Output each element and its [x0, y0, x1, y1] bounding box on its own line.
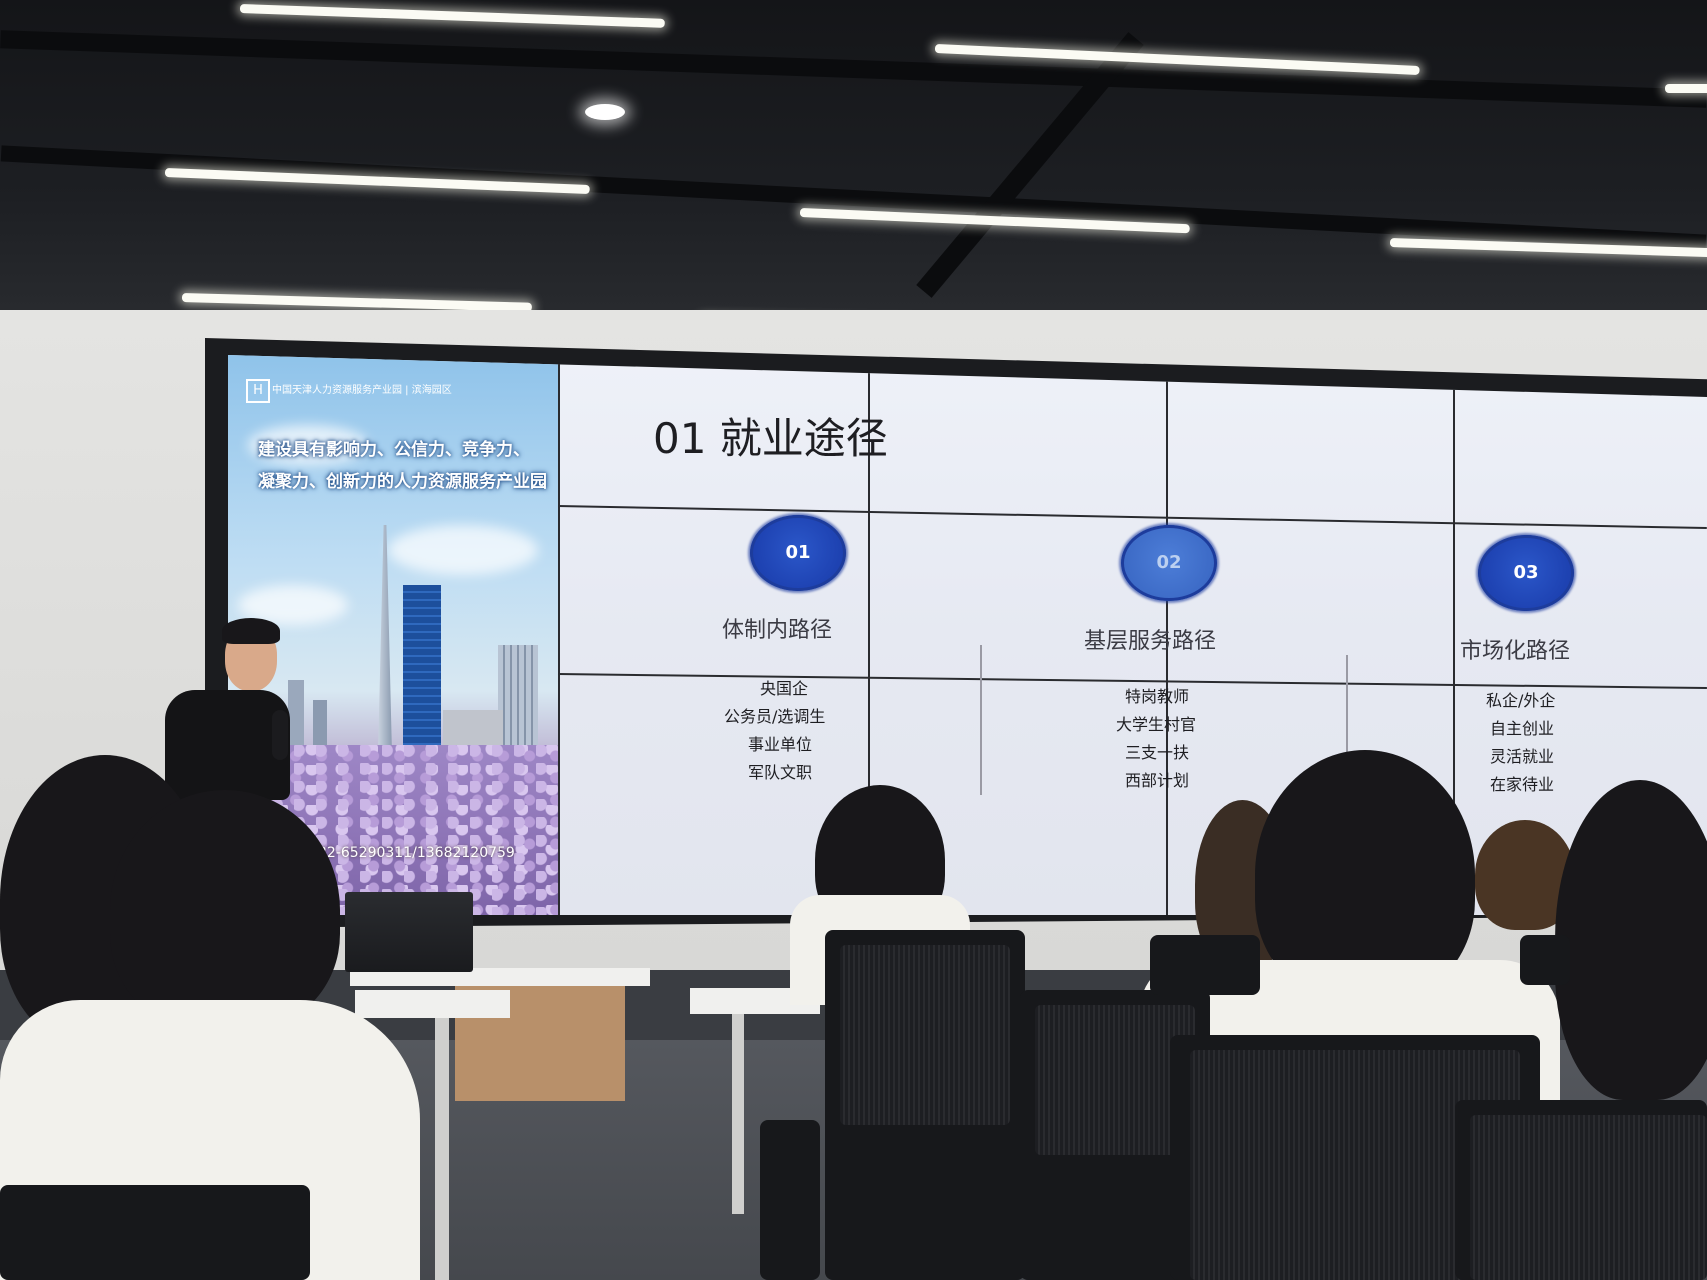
- tower-building: [498, 645, 538, 755]
- desk: [355, 990, 510, 1018]
- tower-spire: [378, 525, 392, 755]
- screen-seam: [558, 355, 560, 915]
- path-title-1: 体制内路径: [722, 618, 833, 643]
- path-1-item: 公务员/选调生: [724, 707, 826, 726]
- path-2-item: 西部计划: [1125, 771, 1190, 790]
- ceiling: [0, 0, 1707, 366]
- desk-leg: [435, 1018, 449, 1280]
- screen-seam: [1166, 355, 1168, 915]
- laptop: [345, 892, 473, 972]
- ceiling-light: [1665, 84, 1707, 93]
- path-3-item: 在家待业: [1490, 775, 1555, 794]
- chair-armrest: [760, 1120, 820, 1280]
- chair: [1520, 935, 1570, 985]
- screen-seam: [868, 355, 870, 915]
- slogan-line-1: 建设具有影响力、公信力、竞争力、: [258, 440, 530, 460]
- path-3-item: 灵活就业: [1490, 747, 1555, 766]
- column-divider: [980, 645, 982, 795]
- logo-text: 中国天津人力资源服务产业园 | 滨海园区: [272, 385, 452, 396]
- path-2-item: 特岗教师: [1125, 687, 1190, 706]
- chair: [0, 1185, 310, 1280]
- ceiling-light: [239, 4, 665, 28]
- path-title-3: 市场化路径: [1460, 639, 1571, 664]
- tower-glass: [403, 585, 441, 755]
- ceiling-beam: [0, 30, 1707, 108]
- presenter-body: [165, 690, 290, 800]
- path-3-item: 自主创业: [1490, 719, 1555, 738]
- screen-seam: [1453, 355, 1455, 915]
- tower-building: [288, 680, 304, 755]
- presenter-hair: [222, 618, 280, 644]
- chair: [1150, 935, 1260, 995]
- audience-hair: [1555, 780, 1707, 1100]
- chair-mesh: [840, 945, 1010, 1125]
- logo-icon: H: [246, 379, 270, 403]
- tower-building: [313, 700, 327, 755]
- path-1-item: 事业单位: [748, 735, 813, 754]
- path-2-item: 大学生村官: [1116, 715, 1197, 734]
- path-3-item: 私企/外企: [1486, 691, 1556, 710]
- slogan-line-2: 凝聚力、创新力的人力资源服务产业园: [258, 472, 547, 492]
- path-2-item: 三支一扶: [1125, 743, 1190, 762]
- path-1-item: 央国企: [760, 679, 809, 698]
- desk: [350, 968, 650, 986]
- path-title-2: 基层服务路径: [1084, 629, 1217, 654]
- path-1-item: 军队文职: [748, 763, 813, 782]
- ceiling-light: [181, 293, 532, 312]
- audience-hair: [1255, 750, 1475, 1000]
- video-wall-display: H 中国天津人力资源服务产业园 | 滨海园区 建设具有影响力、公信力、竞争力、 …: [228, 355, 1707, 915]
- cloud: [248, 425, 368, 465]
- badge-03: 03: [1478, 535, 1574, 611]
- microphone: [272, 710, 288, 760]
- badge-01: 01: [750, 515, 846, 591]
- column-divider: [1346, 655, 1348, 805]
- screen-seam: [557, 505, 1707, 530]
- chair-mesh: [1035, 1005, 1195, 1155]
- ceiling-beam: [0, 145, 1707, 251]
- cloud: [388, 525, 538, 575]
- ceiling-spotlight: [585, 104, 625, 120]
- audience-hair: [110, 790, 340, 1030]
- desk-leg: [732, 1014, 744, 1214]
- contact-phone: 22-65290311/13682120759: [318, 845, 515, 861]
- chair-mesh: [1470, 1115, 1707, 1280]
- badge-02: 02: [1121, 525, 1217, 601]
- slide-title: 01 就业途径: [653, 414, 888, 463]
